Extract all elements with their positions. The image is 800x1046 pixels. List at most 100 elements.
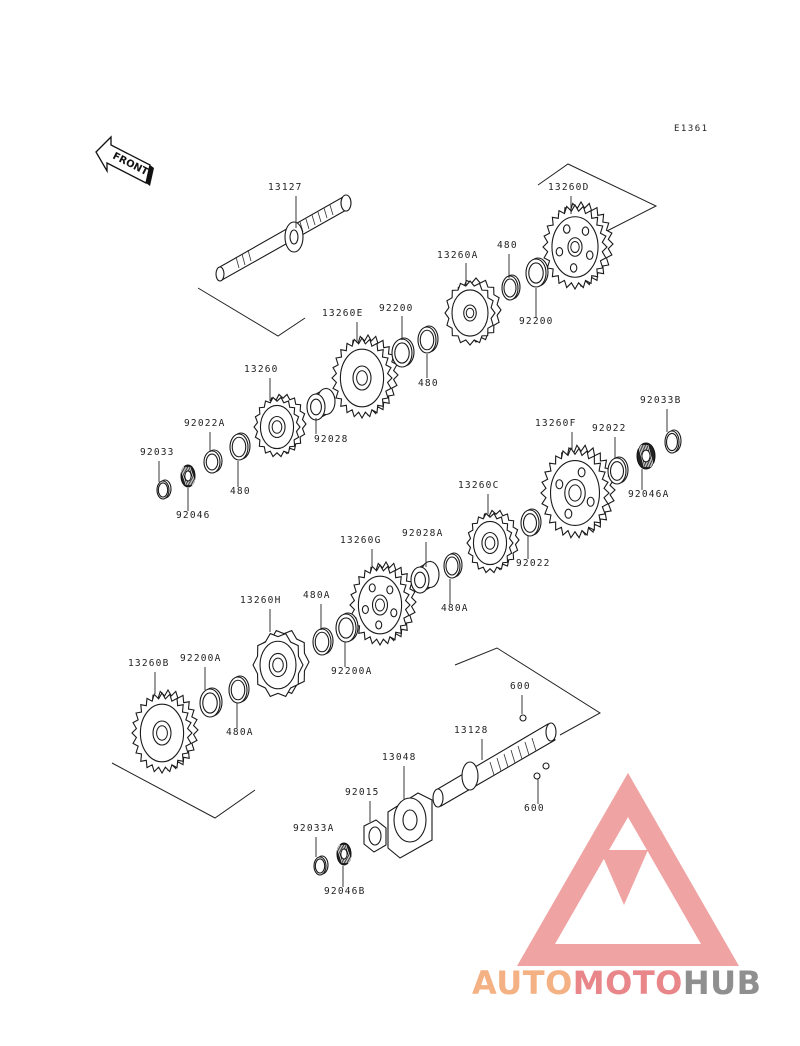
circlip-480A-a (443, 552, 463, 579)
brand-part-moto: MOTO (573, 964, 683, 1002)
part-callout-600-a: 600 (510, 681, 531, 714)
washer-92022A (203, 449, 223, 474)
needle-bearing-92046A (636, 442, 656, 470)
part-number-label: 92046A (628, 489, 670, 500)
part-number-label: 92033 (140, 447, 175, 458)
part-number-label: 13260D (548, 182, 590, 193)
part-number-label: 92028 (314, 434, 349, 445)
part-callout-13260H: 13260H (240, 595, 282, 632)
part-callout-13128: 13128 (454, 725, 489, 760)
part-number-label: 92015 (345, 787, 380, 798)
output-shaft-frame-bottom (111, 762, 256, 819)
part-number-label: 13260B (128, 658, 170, 669)
part-callout-13127: 13127 (268, 182, 303, 228)
part-number-label: 480 (418, 378, 439, 389)
part-callout-600-b: 600 (524, 779, 544, 814)
circlip-480A-b (312, 627, 334, 656)
gear-13260B (131, 688, 199, 775)
gear-13260 (253, 393, 307, 458)
brand-part-auto: AUTO (472, 964, 573, 1002)
part-number-label: 480A (303, 590, 331, 601)
part-callout-92028A: 92028A (402, 528, 444, 567)
part-number-label: 480A (441, 603, 469, 614)
part-callout-480A-a: 480A (441, 579, 469, 614)
part-number-label: 92200 (379, 303, 414, 314)
diagram-code: E1361 (674, 124, 709, 134)
part-number-label: 13048 (382, 752, 417, 763)
part-callout-92046B: 92046B (324, 866, 366, 897)
part-callout-92015: 92015 (345, 787, 380, 822)
part-callout-13260B: 13260B (128, 658, 170, 694)
part-number-label: 92033B (640, 395, 682, 406)
needle-bearing-92046 (179, 464, 197, 488)
part-number-label: 13128 (454, 725, 489, 736)
part-callout-92200A-b: 92200A (180, 653, 222, 690)
part-callout-92033: 92033 (140, 447, 175, 482)
part-number-label: 92028A (402, 528, 444, 539)
washer-92200-b (391, 337, 415, 368)
part-callout-92028: 92028 (314, 418, 349, 445)
part-number-label: 92046B (324, 886, 366, 897)
washer-92200A-a (335, 612, 359, 643)
input-shaft (215, 194, 352, 282)
part-callout-92200A-a: 92200A (331, 642, 371, 677)
part-number-label: 92022 (516, 558, 551, 569)
part-number-label: 480 (230, 486, 251, 497)
part-callout-92033B: 92033B (640, 395, 682, 432)
gear-13260D (542, 200, 614, 291)
part-callout-480A-b: 480A (303, 590, 331, 630)
gear-13260H (252, 629, 310, 698)
part-number-label: 92200 (519, 316, 554, 327)
circlip-92033 (156, 479, 172, 500)
part-number-label: 13260E (322, 308, 364, 319)
part-callout-13260F: 13260F (535, 418, 577, 450)
washer-92022-a (607, 456, 629, 485)
part-callout-13260A: 13260A (437, 250, 477, 286)
part-number-label: 600 (510, 681, 531, 692)
part-callout-480A-c: 480A (226, 703, 254, 738)
front-arrow-icon: FRONT (95, 135, 154, 186)
nut-92015 (363, 819, 387, 853)
part-callout-92200-b: 92200 (379, 303, 414, 340)
circlip-92033A (313, 855, 329, 876)
part-number-label: 92033A (293, 823, 335, 834)
part-callout-480-a: 480 (497, 240, 518, 278)
part-callout-92046: 92046 (176, 488, 211, 521)
gear-13260C (466, 509, 520, 574)
needle-bearing-92046B (335, 842, 353, 866)
gear-13260D-frame (537, 163, 658, 233)
part-number-label: 480 (497, 240, 518, 251)
part-callout-92033A: 92033A (293, 823, 335, 857)
circlip-480-c (229, 432, 251, 461)
part-callout-92022A: 92022A (184, 418, 226, 452)
part-number-label: 13260C (458, 480, 500, 491)
gear-13260A (444, 277, 502, 346)
part-callout-92022-a: 92022 (592, 423, 625, 458)
gear-13260E (331, 333, 399, 420)
part-number-label: 13260F (535, 418, 577, 429)
part-number-label: 13260 (244, 364, 279, 375)
output-shaft-frame-top (454, 647, 601, 736)
part-number-label: 13127 (268, 182, 303, 193)
part-number-label: 92046 (176, 510, 211, 521)
part-callout-13260: 13260 (244, 364, 279, 401)
part-number-label: 92022A (184, 418, 226, 429)
circlip-480-b (417, 325, 439, 354)
part-callout-13260G: 13260G (340, 535, 382, 566)
part-callout-92022-b: 92022 (516, 536, 551, 569)
part-callout-480-c: 480 (230, 461, 251, 497)
part-number-label: 92200A (180, 653, 222, 664)
bushing-92028A (410, 560, 440, 594)
washer-92200-a (525, 257, 549, 288)
part-callout-13260C: 13260C (458, 480, 500, 514)
output-shaft (432, 722, 557, 808)
input-shaft-frame (197, 287, 306, 337)
part-callout-13260D: 13260D (548, 182, 590, 214)
circlip-480A-c (228, 675, 250, 704)
ball-600-a (519, 714, 527, 722)
ball-600-b (542, 762, 550, 770)
part-number-label: 13260G (340, 535, 382, 546)
brand-wordmark: AUTOMOTOHUB (472, 964, 762, 1002)
part-number-label: 13260H (240, 595, 282, 606)
part-number-label: 480A (226, 727, 254, 738)
